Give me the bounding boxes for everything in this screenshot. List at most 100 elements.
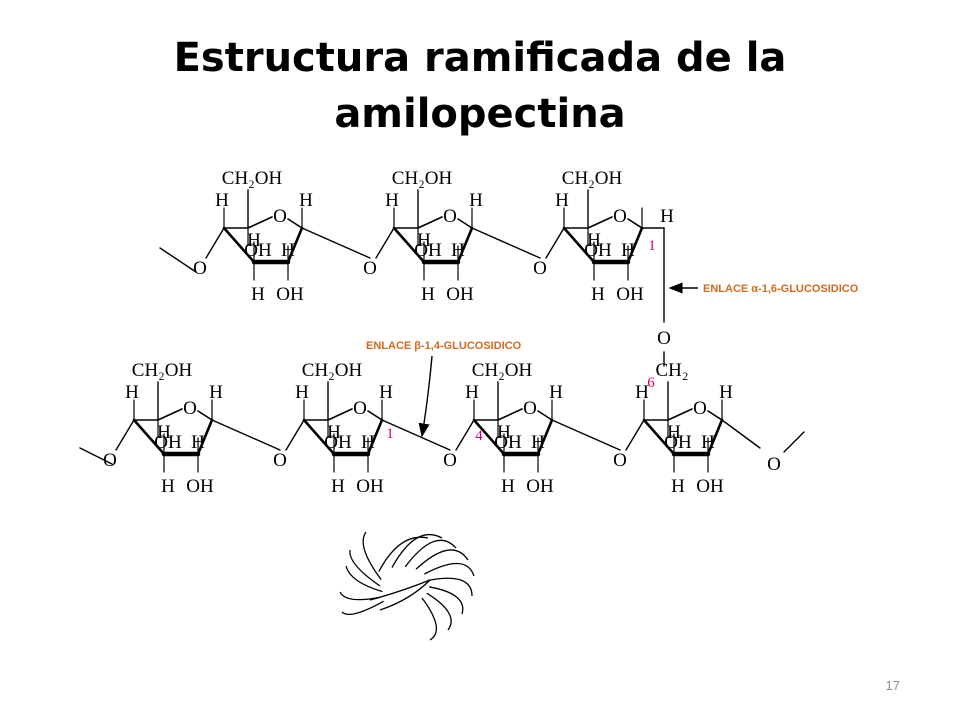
schematic-chain xyxy=(339,591,381,601)
schematic-chain xyxy=(404,539,457,568)
glycosidic-bond xyxy=(115,419,135,451)
h-atom: H xyxy=(161,476,175,497)
h-atom: H xyxy=(591,284,605,305)
schematic-chain xyxy=(424,562,475,577)
ring-bond xyxy=(247,216,273,229)
ring-oxygen: O xyxy=(443,206,457,227)
ring-bond xyxy=(302,418,336,456)
h-atom: H xyxy=(531,432,545,453)
ring-bond xyxy=(197,410,213,421)
h-atom: H xyxy=(417,230,431,251)
h-atom: H xyxy=(215,190,229,211)
oh-atom: OH xyxy=(616,284,644,305)
schematic-chain xyxy=(378,536,429,572)
h-atom: H xyxy=(251,284,265,305)
schematic-chain xyxy=(429,586,464,615)
branch-oxygen: O xyxy=(657,328,671,349)
glycosidic-oxygen: O xyxy=(273,450,287,471)
h-atom: H xyxy=(361,432,375,453)
ring-bond xyxy=(392,226,426,264)
oh-atom: OH xyxy=(154,432,182,453)
ring-oxygen: O xyxy=(353,398,367,419)
ring-bond xyxy=(536,418,554,456)
schematic-chain xyxy=(426,592,452,631)
glycosidic-oxygen: O xyxy=(767,454,781,475)
oh-atom: OH xyxy=(414,240,442,261)
ring-bond xyxy=(472,418,506,456)
h-atom: H xyxy=(671,476,685,497)
schematic-chain xyxy=(427,577,473,597)
h-atom: H xyxy=(379,382,393,403)
h-atom: H xyxy=(635,382,649,403)
slide-number: 17 xyxy=(885,678,900,693)
h-atom: H xyxy=(497,422,511,443)
h-atom: H xyxy=(385,190,399,211)
h-atom: H xyxy=(587,230,601,251)
glycosidic-bond xyxy=(381,419,451,451)
h-atom: H xyxy=(421,284,435,305)
glycosidic-bond xyxy=(721,419,761,449)
ring-bond xyxy=(366,418,384,456)
ring-bond xyxy=(222,226,256,264)
ring-bond xyxy=(417,216,443,229)
h-atom: H xyxy=(327,422,341,443)
schematic-chain xyxy=(349,549,381,587)
oh-atom: OH xyxy=(696,476,724,497)
ring-bond xyxy=(642,418,676,456)
h-atom: H xyxy=(247,230,261,251)
oh-atom: OH xyxy=(494,432,522,453)
ch2oh-label: CH₂OH xyxy=(302,360,363,381)
ring-oxygen: O xyxy=(183,398,197,419)
glycosidic-oxygen: O xyxy=(363,258,377,279)
h-atom: H xyxy=(555,190,569,211)
h-atom: H xyxy=(469,190,483,211)
ring-bond xyxy=(562,226,596,264)
h-atom: H xyxy=(157,422,171,443)
ring-bond xyxy=(286,226,304,264)
schematic-chain xyxy=(391,533,443,568)
ring-bond xyxy=(626,226,644,264)
h-atom: H xyxy=(191,432,205,453)
title-line-2: amilopectina xyxy=(334,91,626,137)
glycosidic-bond xyxy=(471,227,541,259)
glycosidic-bond xyxy=(625,419,645,451)
glycosidic-bond xyxy=(545,227,565,259)
carbon-number-4: 4 xyxy=(475,428,483,444)
oh-atom: OH xyxy=(186,476,214,497)
oh-atom: OH xyxy=(664,432,692,453)
ch2-label: CH₂ xyxy=(655,360,688,381)
ch2oh-label: CH₂OH xyxy=(132,360,193,381)
h-atom: H xyxy=(295,382,309,403)
ring-bond xyxy=(497,408,523,421)
glycosidic-oxygen: O xyxy=(533,258,547,279)
glycosidic-oxygen: O xyxy=(613,450,627,471)
beta-14-label: ENLACE β-1,4-GLUCOSIDICO xyxy=(366,340,522,352)
h-atom: H xyxy=(209,382,223,403)
h-atom: H xyxy=(465,382,479,403)
oh-atom: OH xyxy=(244,240,272,261)
oh-atom: OH xyxy=(356,476,384,497)
ring-bond xyxy=(287,218,303,229)
glycosidic-bond xyxy=(375,227,395,259)
schematic-chain xyxy=(341,600,384,615)
glycosidic-bond xyxy=(551,419,621,451)
chain-continuation-bond xyxy=(783,431,805,453)
oh-atom: OH xyxy=(446,284,474,305)
schematic-chain xyxy=(421,597,438,641)
carbon-number-1: 1 xyxy=(386,426,394,442)
schematic-chain xyxy=(415,549,469,570)
ring-bond xyxy=(667,408,693,421)
glycosidic-oxygen: O xyxy=(443,450,457,471)
glycosidic-bond xyxy=(455,419,475,451)
ring-bond xyxy=(706,418,724,456)
ring-oxygen: O xyxy=(613,206,627,227)
glycosidic-oxygen: O xyxy=(193,258,207,279)
oh-atom: OH xyxy=(324,432,352,453)
